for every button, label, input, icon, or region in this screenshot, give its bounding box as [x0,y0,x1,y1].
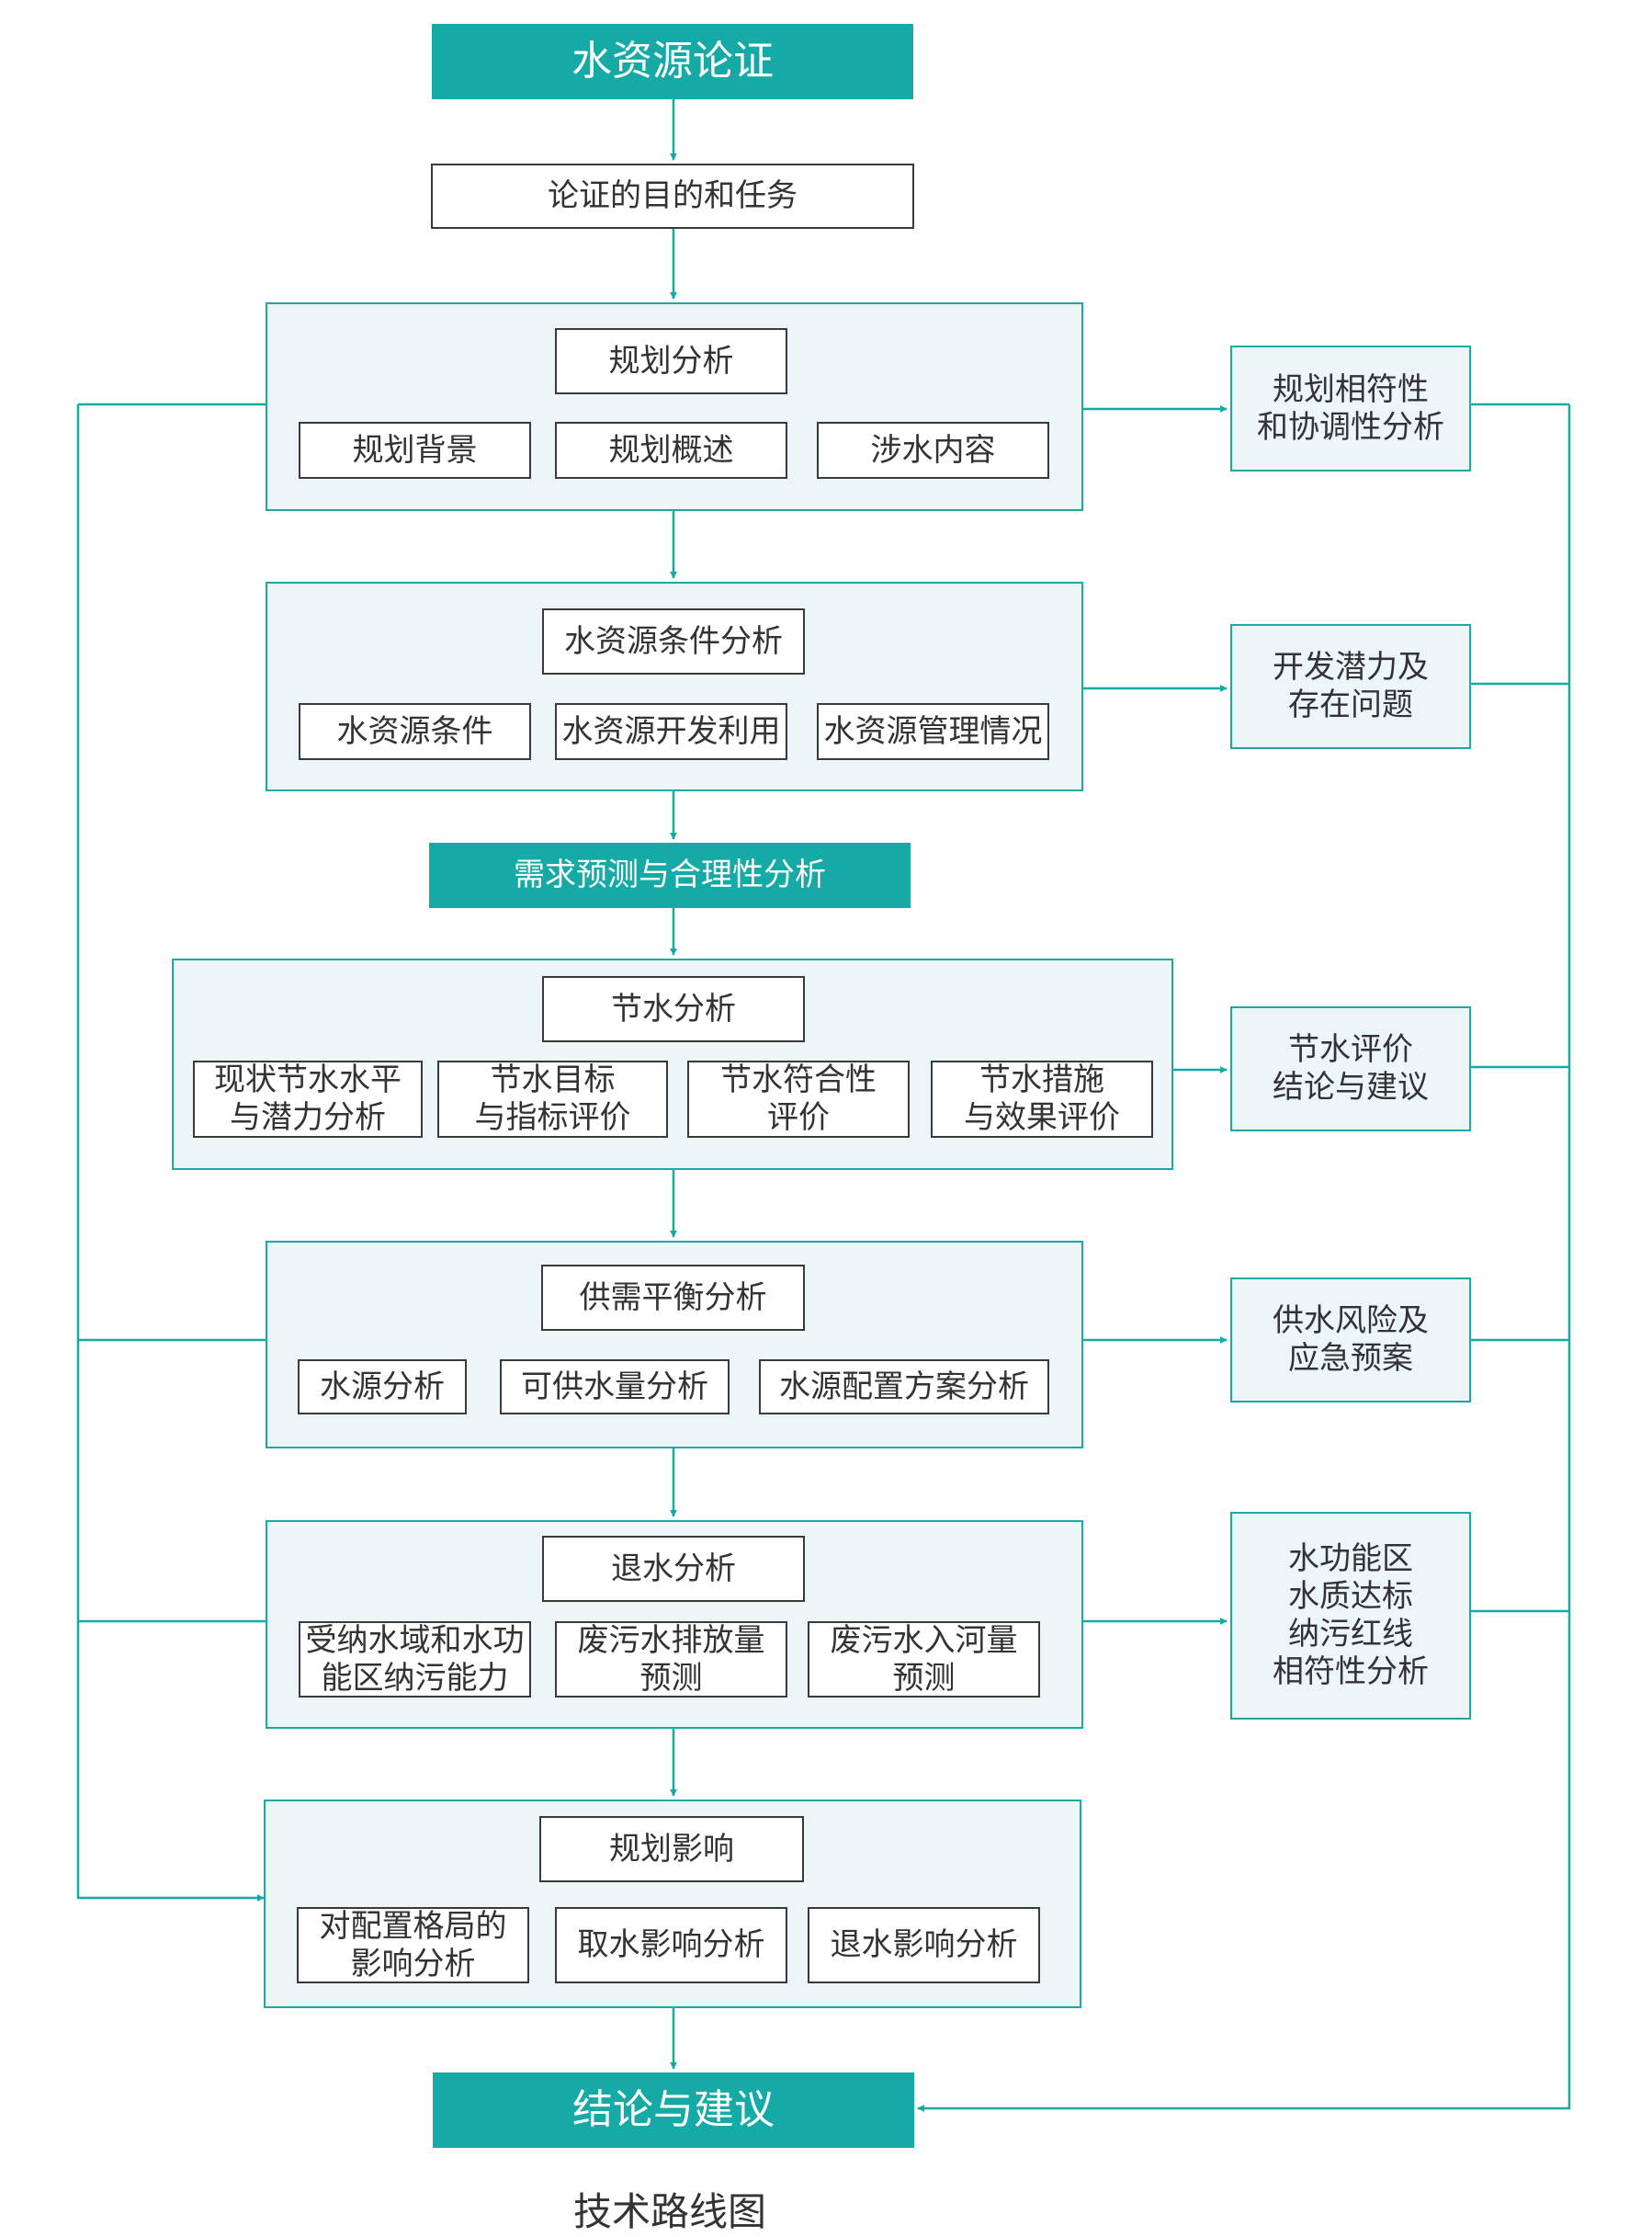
planning-item-water-content: 涉水内容 [817,422,1049,479]
saving-item-measures: 节水措施 与效果评价 [931,1061,1153,1138]
saving-item-status: 现状节水水平 与潜力分析 [193,1061,423,1138]
impact-heading: 规划影响 [539,1816,804,1882]
discharge-item-inflow: 废污水入河量 预测 [808,1621,1040,1698]
impact-item-intake: 取水影响分析 [555,1907,787,1983]
planning-outcome-box: 规划相符性 和协调性分析 [1230,346,1471,471]
impact-item-discharge: 退水影响分析 [808,1907,1040,1983]
resource-item-development: 水资源开发利用 [555,703,787,760]
resource-outcome-box: 开发潜力及 存在问题 [1230,624,1471,749]
balance-item-source: 水源分析 [298,1359,467,1414]
balance-heading: 供需平衡分析 [541,1265,805,1331]
balance-outcome-box: 供水风险及 应急预案 [1230,1277,1471,1402]
discharge-heading: 退水分析 [542,1536,805,1602]
discharge-item-capacity: 受纳水域和水功 能区纳污能力 [299,1621,531,1698]
demand-heading-box: 需求预测与合理性分析 [429,843,911,908]
conclusion-text: 结论与建议 [572,2085,775,2133]
saving-outcome-box: 节水评价 结论与建议 [1230,1006,1471,1131]
saving-item-target: 节水目标 与指标评价 [437,1061,668,1138]
title-text: 水资源论证 [571,37,774,85]
purpose-box: 论证的目的和任务 [431,164,914,229]
planning-item-background: 规划背景 [299,422,531,479]
figure-caption: 技术路线图 [572,2189,766,2234]
planning-item-overview: 规划概述 [555,422,787,479]
saving-heading: 节水分析 [542,976,805,1042]
purpose-text: 论证的目的和任务 [548,177,798,215]
resource-heading: 水资源条件分析 [542,608,805,675]
resource-item-management: 水资源管理情况 [817,703,1049,760]
planning-heading: 规划分析 [555,328,787,394]
discharge-item-emission: 废污水排放量 预测 [555,1621,787,1698]
discharge-outcome-box: 水功能区 水质达标 纳污红线 相符性分析 [1230,1512,1471,1720]
saving-item-compliance: 节水符合性 评价 [687,1061,910,1138]
resource-item-conditions: 水资源条件 [299,703,531,760]
conclusion-box: 结论与建议 [433,2072,914,2148]
title-box: 水资源论证 [432,24,913,99]
balance-item-supply: 可供水量分析 [500,1359,730,1414]
balance-item-allocation: 水源配置方案分析 [759,1359,1049,1414]
impact-item-allocation: 对配置格局的 影响分析 [297,1907,529,1983]
